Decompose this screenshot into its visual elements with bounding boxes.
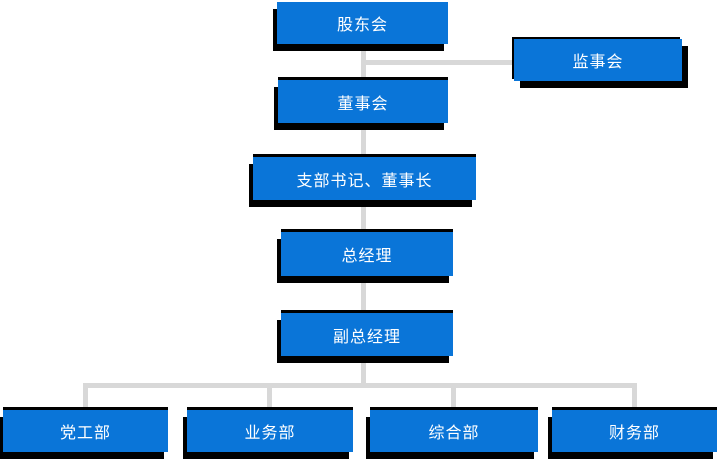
org-node-label: 副总经理 bbox=[332, 328, 401, 346]
org-node-dept-business: 业务部 bbox=[187, 410, 353, 452]
org-node-secretary-chairman: 支部书记、董事长 bbox=[253, 157, 476, 200]
org-node-dept-party-work: 党工部 bbox=[3, 410, 168, 452]
org-node-deputy-general-manager: 副总经理 bbox=[281, 313, 453, 356]
org-node-shareholders: 股东会 bbox=[277, 2, 448, 44]
connector-board-secretary bbox=[361, 123, 366, 157]
connector-bus-dept-party bbox=[83, 383, 88, 410]
connector-bus-dept-general bbox=[451, 383, 456, 410]
org-node-dept-general-affairs: 综合部 bbox=[370, 410, 538, 452]
connector-bus-dept-business bbox=[267, 383, 272, 410]
connector-shareholders-supervisors bbox=[361, 60, 516, 65]
org-node-general-manager: 总经理 bbox=[281, 232, 453, 276]
connector-general-manager-deputy bbox=[361, 276, 366, 313]
connector-secretary-general-manager bbox=[361, 200, 366, 232]
org-node-label: 业务部 bbox=[244, 425, 296, 442]
org-node-label: 董事会 bbox=[337, 95, 389, 113]
org-node-label: 党工部 bbox=[59, 425, 111, 442]
org-node-dept-finance: 财务部 bbox=[552, 410, 717, 452]
connector-deputy-bus bbox=[361, 356, 366, 388]
org-node-label: 监事会 bbox=[572, 54, 624, 71]
org-node-board: 董事会 bbox=[278, 80, 448, 123]
connector-departments-bus bbox=[83, 383, 637, 388]
connector-bus-dept-finance bbox=[632, 383, 637, 410]
org-node-supervisors: 监事会 bbox=[514, 39, 682, 81]
org-node-label: 财务部 bbox=[608, 425, 660, 442]
org-node-label: 总经理 bbox=[341, 248, 393, 265]
org-node-label: 综合部 bbox=[428, 425, 480, 442]
org-node-label: 股东会 bbox=[336, 17, 388, 34]
org-node-label: 支部书记、董事长 bbox=[296, 172, 433, 190]
